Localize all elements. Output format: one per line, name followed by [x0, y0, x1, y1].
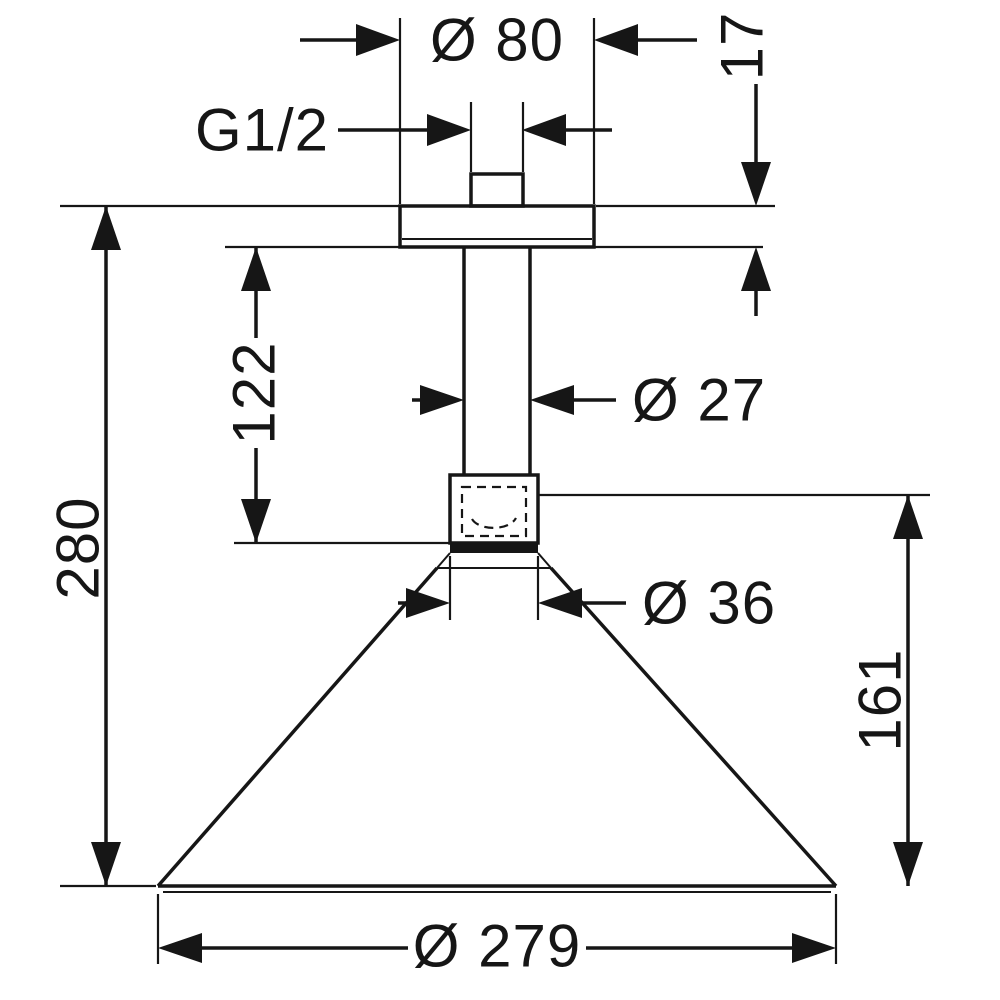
connector-hidden-detail: [460, 485, 528, 538]
connector-body: [448, 473, 540, 545]
dimension-arm-length: 122: [221, 247, 450, 545]
arrowhead-left-icon: [530, 385, 574, 415]
dimension-head-diameter: Ø 279: [156, 894, 838, 980]
label-overall-height: 280: [45, 496, 112, 599]
arrowhead-left-icon: [538, 588, 582, 618]
label-head-diameter: Ø 279: [413, 913, 581, 980]
dimension-arm-diameter: Ø 27: [412, 367, 766, 434]
joint-ring: [450, 542, 538, 553]
arrowhead-down-icon: [741, 162, 771, 206]
arrowhead-left-icon: [158, 933, 202, 963]
cone-left-slope: [156, 566, 439, 888]
arrowhead-up-icon: [741, 247, 771, 291]
dimension-joint-diameter: Ø 36: [398, 556, 776, 637]
label-head-height: 161: [847, 648, 914, 751]
cone-neck-right: [537, 552, 552, 569]
label-plate-diameter: Ø 80: [430, 7, 564, 74]
arrowhead-left-icon: [594, 24, 638, 56]
label-thread-size: G1/2: [195, 97, 329, 164]
thread-nipple: [469, 172, 525, 208]
arrowhead-down-icon: [91, 842, 121, 886]
arrowhead-left-icon: [522, 114, 566, 146]
arrowhead-up-icon: [91, 206, 121, 250]
ceiling-plate: [398, 204, 596, 249]
ceiling-plate-assembly: [398, 172, 596, 249]
arrowhead-right-icon: [792, 933, 836, 963]
cone-right-slope: [549, 566, 838, 888]
arrowhead-up-icon: [241, 247, 271, 291]
label-arm-diameter: Ø 27: [632, 367, 766, 434]
arrowhead-right-icon: [420, 385, 464, 415]
swivel-connector: [448, 473, 540, 553]
dimension-plate-thickness: 17: [709, 12, 776, 316]
shower-arm-pipe: [462, 247, 532, 475]
arrowhead-right-icon: [406, 588, 450, 618]
cone-neck-left: [436, 552, 451, 569]
shower-head-cone: [156, 552, 838, 893]
label-joint-diameter: Ø 36: [642, 570, 776, 637]
swivel-joint-symbol: [471, 517, 517, 529]
arrowhead-right-icon: [356, 24, 400, 56]
arrowhead-down-icon: [241, 499, 271, 543]
arrowhead-right-icon: [427, 114, 471, 146]
label-arm-length: 122: [221, 341, 288, 444]
dimension-thread-size: G1/2: [195, 97, 612, 172]
dimension-overall-height: 280: [45, 206, 156, 888]
arrowhead-down-icon: [893, 842, 923, 886]
dimension-head-height: 161: [538, 493, 930, 886]
arrowhead-up-icon: [893, 495, 923, 539]
label-plate-thickness: 17: [709, 12, 776, 81]
dimension-plate-diameter: Ø 80: [300, 7, 697, 204]
